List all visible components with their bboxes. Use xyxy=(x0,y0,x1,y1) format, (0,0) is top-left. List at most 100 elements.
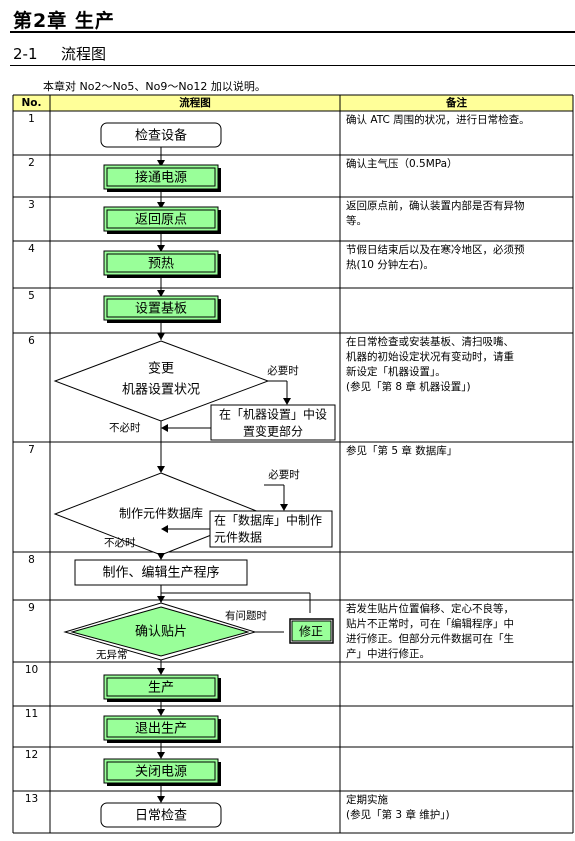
arrowhead xyxy=(157,596,165,603)
side-process-label: 在「数据库」中制作 xyxy=(214,513,322,528)
header-flowchart: 流程图 xyxy=(179,96,211,109)
arrowhead xyxy=(161,424,168,432)
process-label: 返回原点 xyxy=(135,213,187,228)
chapter-rule xyxy=(10,31,575,33)
row-number: 10 xyxy=(25,664,38,676)
section-number: 2-1 xyxy=(13,45,38,63)
yes-branch-label: 必要时 xyxy=(267,364,299,377)
side-process-label: 在「机器设置」中设 xyxy=(219,407,327,422)
remark-line: 若发生贴片位置偏移、定心不良等， xyxy=(346,602,514,615)
process-label: 设置基板 xyxy=(135,302,187,317)
row-number: 12 xyxy=(25,749,38,761)
remark-line: 节假日结束后以及在寒冷地区，必须预 xyxy=(346,243,525,256)
remark-line: 进行修正。但部分元件数据可在「生 xyxy=(346,632,514,645)
arrowhead xyxy=(157,202,165,209)
row-number: 1 xyxy=(28,113,35,125)
row-number: 11 xyxy=(25,708,38,720)
arrowhead xyxy=(157,668,165,675)
arrowhead xyxy=(157,245,165,252)
arrowhead xyxy=(157,290,165,297)
process-label: 制作、编辑生产程序 xyxy=(102,566,219,581)
remark-line: 定期实施 xyxy=(346,793,388,806)
process-box xyxy=(100,122,222,148)
process-box xyxy=(103,715,219,741)
process-box xyxy=(103,206,219,232)
header-remarks: 备注 xyxy=(445,96,467,109)
remark-line: 确认主气压（0.5MPa） xyxy=(346,157,458,170)
process-box-inner xyxy=(106,761,216,781)
side-process-label: 置变更部分 xyxy=(243,424,303,439)
remark-line: 在日常检查或安装基板、清扫吸嘴、 xyxy=(346,335,514,348)
arrowhead xyxy=(283,398,291,405)
arrowhead xyxy=(157,466,165,473)
process-box-inner xyxy=(106,209,216,229)
header-no: No. xyxy=(22,97,42,109)
remark-line: (参见「第 3 章 维护」) xyxy=(346,808,450,821)
process-label: 接通电源 xyxy=(135,170,187,186)
process-box-inner xyxy=(106,718,216,738)
decision-label: 确认贴片 xyxy=(135,625,187,640)
side-process-box xyxy=(209,510,333,548)
row-number: 7 xyxy=(28,444,35,456)
yes-branch-label: 有问题时 xyxy=(225,609,267,622)
remark-line: 返回原点前，确认装置内部是否有异物 xyxy=(346,199,525,212)
side-process-box xyxy=(210,404,336,441)
remark-line: 热(10 分钟左右)。 xyxy=(346,258,434,271)
remark-line: 确认 ATC 周围的状况，进行日常检查。 xyxy=(346,113,530,126)
remark-line: 新设定「机器设置」。 xyxy=(346,365,446,378)
no-branch-label: 不必时 xyxy=(109,421,141,434)
process-box xyxy=(103,250,219,276)
row-number: 5 xyxy=(28,290,35,302)
side-process-label: 元件数据 xyxy=(214,530,262,545)
process-box xyxy=(103,295,219,321)
remark-line: (参见「第 8 章 机器设置」) xyxy=(346,380,471,393)
decision-diamond xyxy=(70,606,250,657)
remark-line: 机器的初始设定状况有变动时，请重 xyxy=(346,350,514,363)
remark-line: 等。 xyxy=(346,214,367,227)
process-label: 日常检查 xyxy=(135,809,187,824)
arrowhead xyxy=(157,333,165,340)
section-rule xyxy=(10,65,575,66)
chapter-title: 第2章 生产 xyxy=(13,10,115,32)
process-box-inner xyxy=(106,253,216,273)
intro-text: 本章对 No2～No5、No9～No12 加以说明。 xyxy=(43,80,266,93)
remark-line: 贴片不正常时，可在「编辑程序」中 xyxy=(346,617,514,630)
row-number: 8 xyxy=(28,554,35,566)
process-box xyxy=(103,674,219,700)
decision-label: 机器设置状况 xyxy=(122,383,200,398)
arrowhead xyxy=(157,553,165,560)
process-box xyxy=(103,758,219,784)
arrowhead xyxy=(157,160,165,167)
yes-branch-label: 必要时 xyxy=(268,468,300,481)
process-label: 检查设备 xyxy=(135,128,187,144)
no-branch-label: 无异常 xyxy=(96,648,128,661)
side-process-label: 修正 xyxy=(299,624,323,639)
no-branch-label: 不必时 xyxy=(104,536,136,549)
row-number: 9 xyxy=(28,602,35,614)
process-box xyxy=(103,164,219,190)
row-number: 4 xyxy=(28,243,35,255)
decision-label: 变更 xyxy=(148,361,174,377)
process-box xyxy=(74,559,248,586)
remark-line: 参见「第 5 章 数据库」 xyxy=(346,444,457,457)
row-number: 13 xyxy=(25,793,38,805)
table-header-row xyxy=(13,95,573,111)
row-number: 6 xyxy=(28,335,35,347)
arrowhead xyxy=(280,504,288,511)
side-process-inner xyxy=(291,620,332,642)
process-box-inner xyxy=(106,167,216,187)
remark-line: 产」中进行修正。 xyxy=(346,647,430,660)
arrowhead xyxy=(157,796,165,803)
process-label: 预热 xyxy=(148,257,174,272)
arrowhead xyxy=(161,525,168,533)
process-label: 关闭电源 xyxy=(135,765,187,780)
arrowhead xyxy=(157,709,165,716)
row-number: 3 xyxy=(28,199,35,211)
process-label: 退出生产 xyxy=(135,722,187,737)
decision-label: 制作元件数据库 xyxy=(119,506,203,521)
row-number: 2 xyxy=(28,157,35,169)
process-box xyxy=(100,802,222,828)
arrowhead xyxy=(157,752,165,759)
